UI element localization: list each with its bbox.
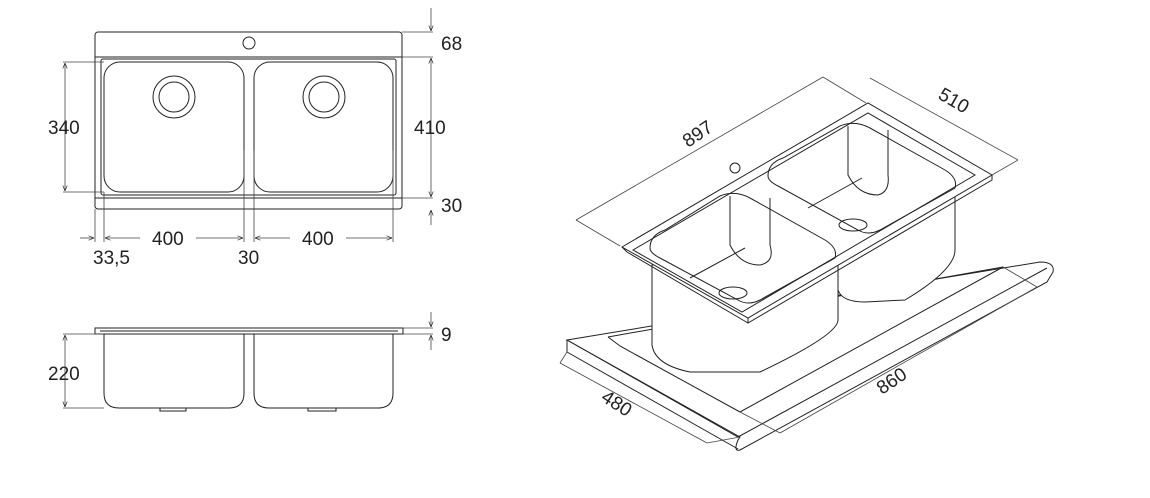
tap-hole-icon: [242, 36, 256, 50]
dim-220: 220: [48, 364, 80, 385]
right-drain-inner: [308, 81, 340, 113]
rim-outline: [100, 58, 397, 196]
dim-897: 897: [679, 117, 717, 152]
iso-view: 897 510 480 860: [559, 76, 1054, 451]
iso-left-drain-icon: [718, 286, 748, 300]
side-right-bowl: [253, 334, 394, 409]
left-drain-icon: [152, 75, 196, 119]
iso-right-bowl-rim: [767, 122, 956, 234]
iso-right-bowl-body: [837, 189, 956, 303]
left-drain-outlet: [159, 407, 187, 412]
iso-left-bowl-inner: [729, 196, 772, 266]
iso-right-drain-icon: [838, 218, 868, 232]
sink-plate-outline: [94, 31, 403, 210]
countertop: [565, 261, 1054, 451]
side-flange: [94, 327, 404, 335]
iso-right-bowl-inner: [847, 126, 889, 196]
dim-30-front: 30: [441, 196, 462, 217]
dim-68: 68: [441, 34, 462, 55]
dimension-lines: [63, 8, 433, 242]
dim-33-5: 33,5: [93, 248, 130, 269]
dim-480: 480: [597, 387, 635, 422]
right-drain-outlet: [307, 407, 337, 412]
dim-line-480: [559, 362, 708, 444]
dim-line-510: [869, 77, 1019, 161]
left-drain-inner: [158, 81, 190, 113]
iso-tap-hole-icon: [729, 162, 741, 174]
dim-510: 510: [935, 84, 973, 118]
dim-9: 9: [441, 325, 452, 346]
side-view: 220 9: [48, 312, 452, 412]
plate-thickness-left: [621, 246, 749, 324]
left-bowl: [103, 61, 245, 193]
dim-410: 410: [414, 118, 446, 139]
dim-400-right: 400: [302, 229, 334, 250]
right-bowl: [253, 61, 394, 193]
top-view: 340 68 410 30 400 400 33,5 30: [48, 8, 462, 269]
plate-thickness: [747, 175, 993, 324]
cutout-front: [607, 266, 1004, 413]
iso-left-bowl-rim: [649, 192, 836, 304]
dim-line-897: [575, 76, 824, 221]
dim-line-860: [779, 286, 1038, 434]
dim-400-left: 400: [152, 229, 184, 250]
dim-30-divider: 30: [238, 248, 259, 269]
iso-rim: [631, 112, 976, 313]
dim-340: 340: [48, 118, 80, 139]
side-left-bowl: [103, 334, 245, 409]
right-drain-icon: [302, 75, 346, 119]
